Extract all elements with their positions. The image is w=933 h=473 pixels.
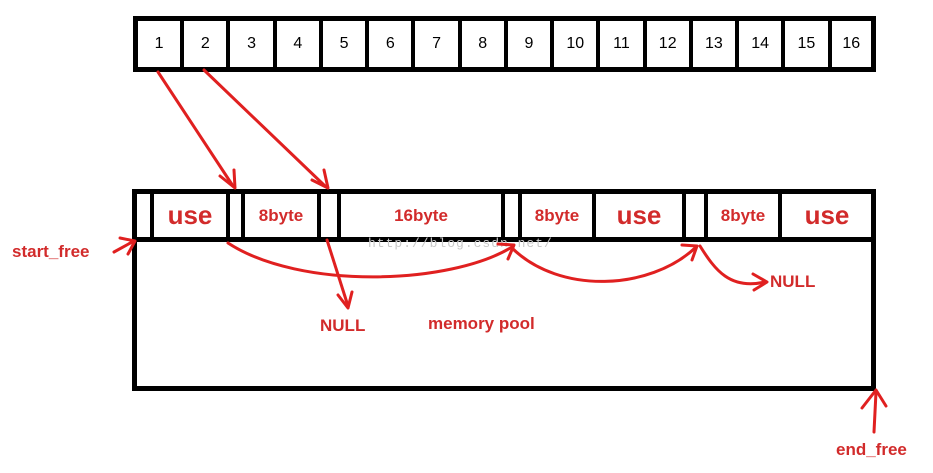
free-list-slot: 7 [415, 21, 462, 67]
free-list-slot: 10 [554, 21, 601, 67]
pointer-arrow [156, 70, 235, 188]
end-free-label: end_free [836, 440, 907, 459]
free-list-slot: 14 [739, 21, 786, 67]
free-chunk-16byte: 16byte [337, 189, 505, 242]
free-list-slot: 11 [600, 21, 647, 67]
used-block: use [150, 189, 230, 242]
free-chunk-8byte: 8byte [241, 189, 321, 242]
free-list-array: 1 2 3 4 5 6 7 8 9 10 11 12 13 14 15 16 [133, 16, 876, 72]
memory-pool-label: memory pool [428, 314, 535, 333]
pointer-arrow [202, 68, 327, 188]
free-list-slot: 8 [462, 21, 508, 67]
arrowhead [310, 168, 330, 190]
free-list-slot: 16 [842, 35, 861, 52]
free-list-slot: 2 [184, 21, 231, 67]
used-block: use [592, 189, 686, 242]
free-chunk-8byte: 8byte [704, 189, 782, 242]
null-label: NULL [320, 316, 366, 335]
arrowhead [218, 168, 237, 190]
free-list-slot: 4 [277, 21, 323, 67]
end-free-arrow [872, 390, 878, 434]
watermark-text: http://blog.csdn.net/ [368, 236, 553, 251]
free-list-slot: 9 [508, 21, 555, 67]
used-block: use [778, 189, 876, 242]
start-free-arrow [112, 239, 136, 254]
free-list-slot: 5 [323, 21, 370, 67]
null-label: NULL [770, 272, 816, 291]
arrowhead [860, 388, 888, 410]
free-list-slot: 15 [785, 21, 832, 67]
free-chunk-8byte: 8byte [518, 189, 596, 242]
free-list-slot: 3 [230, 21, 277, 67]
free-list-slot: 1 [138, 21, 185, 67]
free-list-slot: 13 [693, 21, 740, 67]
start-free-label: start_free [12, 242, 90, 261]
free-list-slot: 6 [369, 21, 416, 67]
free-list-slot: 12 [647, 21, 693, 67]
